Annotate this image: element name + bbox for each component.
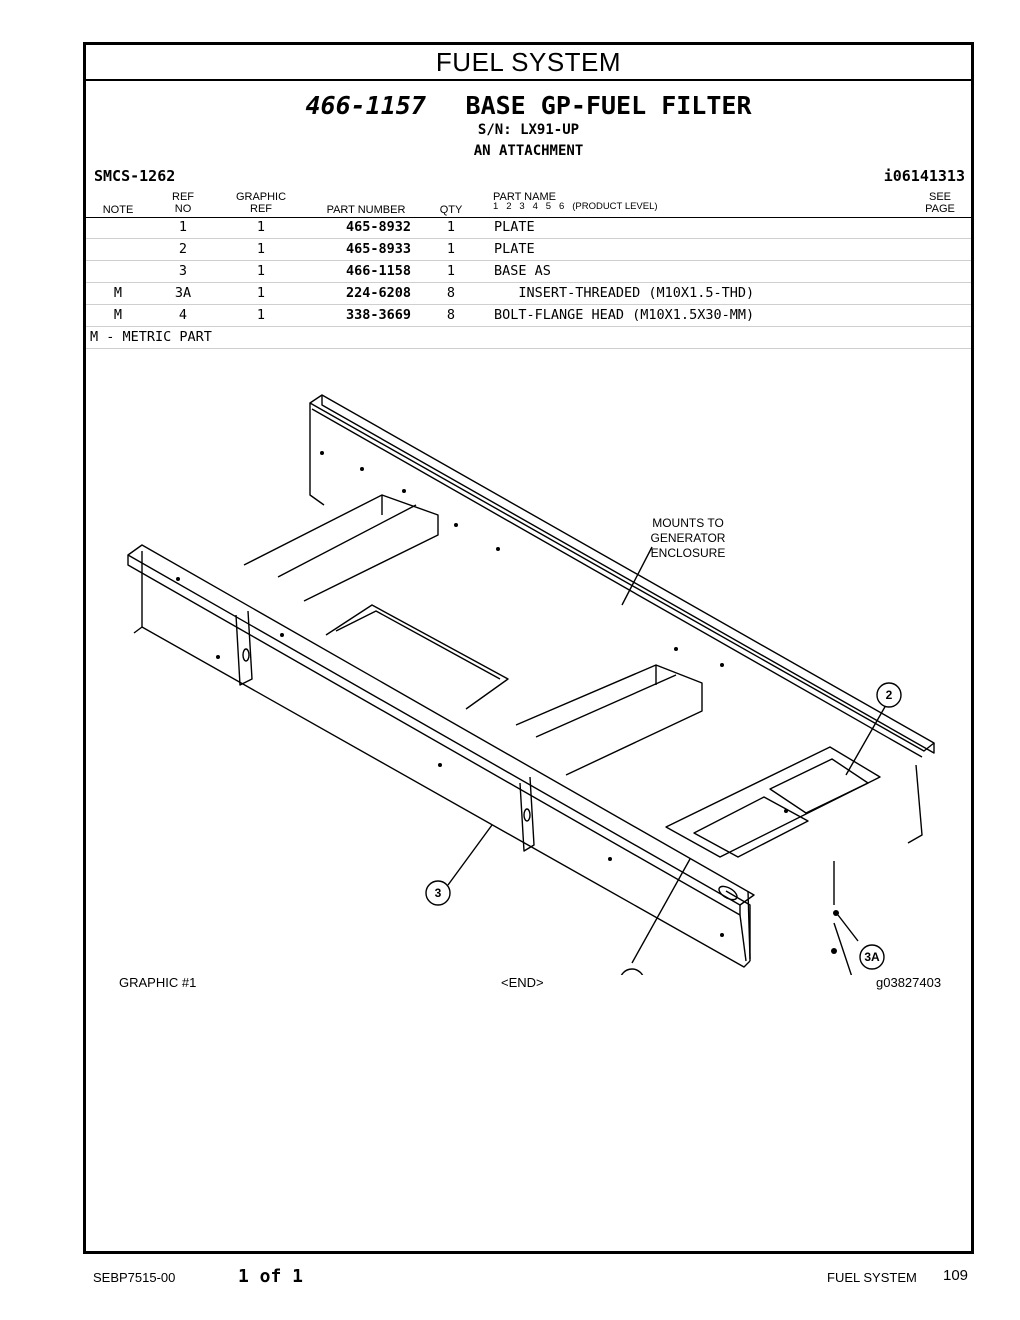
footer-doc-number: SEBP7515-00 (93, 1270, 176, 1285)
serial-range: S/N: LX91-UP (477, 122, 580, 138)
table-header: NOTE REF NO GRAPHIC REF PART NUMBER QTY … (86, 191, 971, 218)
callout-mounts-line1: MOUNTS TO (652, 516, 724, 530)
row-ref-no: 2 (178, 241, 188, 257)
base-assembly-illustration: MOUNTS TO GENERATOR ENCLOSURE 2 3 1 3A 4 (127, 394, 935, 975)
table-row: M 4 1 338-3669 8 BOLT-FLANGE HEAD (M10X1.5X30… (86, 305, 971, 327)
balloon-2: 2 (886, 688, 893, 702)
row-part-number: 224-6208 (345, 285, 411, 301)
col-see-bottom: PAGE (925, 203, 955, 215)
row-qty: 1 (446, 263, 456, 279)
metric-footnote: M - METRIC PART (86, 327, 971, 349)
row-part-name: PLATE (494, 219, 535, 235)
row-note: M (113, 285, 123, 301)
table-row: 1 1 465-8932 1 PLATE (86, 217, 971, 239)
callout-mounts-line2: GENERATOR (651, 531, 726, 545)
row-part-name: BOLT-FLANGE HEAD (M10X1.5X30-MM) (494, 307, 755, 323)
row-qty: 8 (446, 307, 456, 323)
balloon-3: 3 (435, 886, 442, 900)
smcs-code: SMCS-1262 (94, 167, 176, 185)
row-ref-no: 3A (174, 285, 192, 301)
illustration-id: i06141313 (883, 167, 965, 185)
header-part-name: BASE GP-FUEL FILTER (465, 91, 752, 120)
row-ref-no: 4 (178, 307, 188, 323)
table-row: M 3A 1 224-6208 8 INSERT-THREADED (M10X1.5-T… (86, 283, 971, 305)
col-graphic-top: GRAPHIC (235, 191, 287, 203)
row-part-number: 338-3669 (345, 307, 411, 323)
col-ref-top: REF (172, 191, 194, 203)
row-part-number: 465-8933 (345, 241, 411, 257)
row-part-number: 466-1158 (345, 263, 411, 279)
col-part-number: PART NUMBER (326, 204, 406, 216)
row-graphic-ref: 1 (256, 219, 266, 235)
row-graphic-ref: 1 (256, 285, 266, 301)
row-qty: 8 (446, 285, 456, 301)
row-graphic-ref: 1 (256, 241, 266, 257)
row-part-name: PLATE (494, 241, 535, 257)
page-frame: FUEL SYSTEM 466-1157 BASE GP-FUEL FILTER… (83, 42, 974, 1254)
row-ref-no: 1 (178, 219, 188, 235)
col-graphic-bottom: REF (250, 203, 272, 215)
balloon-1: 1 (629, 974, 636, 975)
footer-page-count: 1 of 1 (238, 1266, 304, 1287)
col-ref-bottom: NO (174, 203, 192, 215)
row-part-name: INSERT-THREADED (M10X1.5-THD) (494, 285, 755, 301)
callout-mounts-line3: ENCLOSURE (651, 546, 726, 560)
row-note: M (113, 307, 123, 323)
attachment-label: AN ATTACHMENT (473, 143, 584, 159)
header-part-number: 466-1157 (305, 91, 426, 120)
col-product-level: 1 2 3 4 5 6 (PRODUCT LEVEL) (493, 201, 658, 212)
graphic-caption: GRAPHIC #1 (119, 975, 197, 990)
row-graphic-ref: 1 (256, 263, 266, 279)
row-qty: 1 (446, 241, 456, 257)
col-note: NOTE (102, 204, 134, 216)
table-row: 3 1 466-1158 1 BASE AS (86, 261, 971, 283)
col-part-name: PART NAME (493, 191, 556, 203)
col-qty: QTY (439, 204, 463, 216)
row-graphic-ref: 1 (256, 307, 266, 323)
col-see-top: SEE (928, 191, 951, 203)
row-part-number: 465-8932 (345, 219, 411, 235)
end-marker: <END> (501, 975, 544, 990)
row-ref-no: 3 (178, 263, 188, 279)
footer-section: FUEL SYSTEM (827, 1270, 917, 1285)
graphic-id: g03827403 (876, 975, 942, 990)
row-qty: 1 (446, 219, 456, 235)
footer-page-number: 109 (943, 1267, 969, 1284)
part-header: 466-1157 BASE GP-FUEL FILTER S/N: LX91-U… (86, 91, 971, 162)
balloon-3a: 3A (864, 950, 880, 964)
table-row: 2 1 465-8933 1 PLATE (86, 239, 971, 261)
row-part-name: BASE AS (494, 263, 551, 279)
section-title: FUEL SYSTEM (86, 45, 971, 81)
